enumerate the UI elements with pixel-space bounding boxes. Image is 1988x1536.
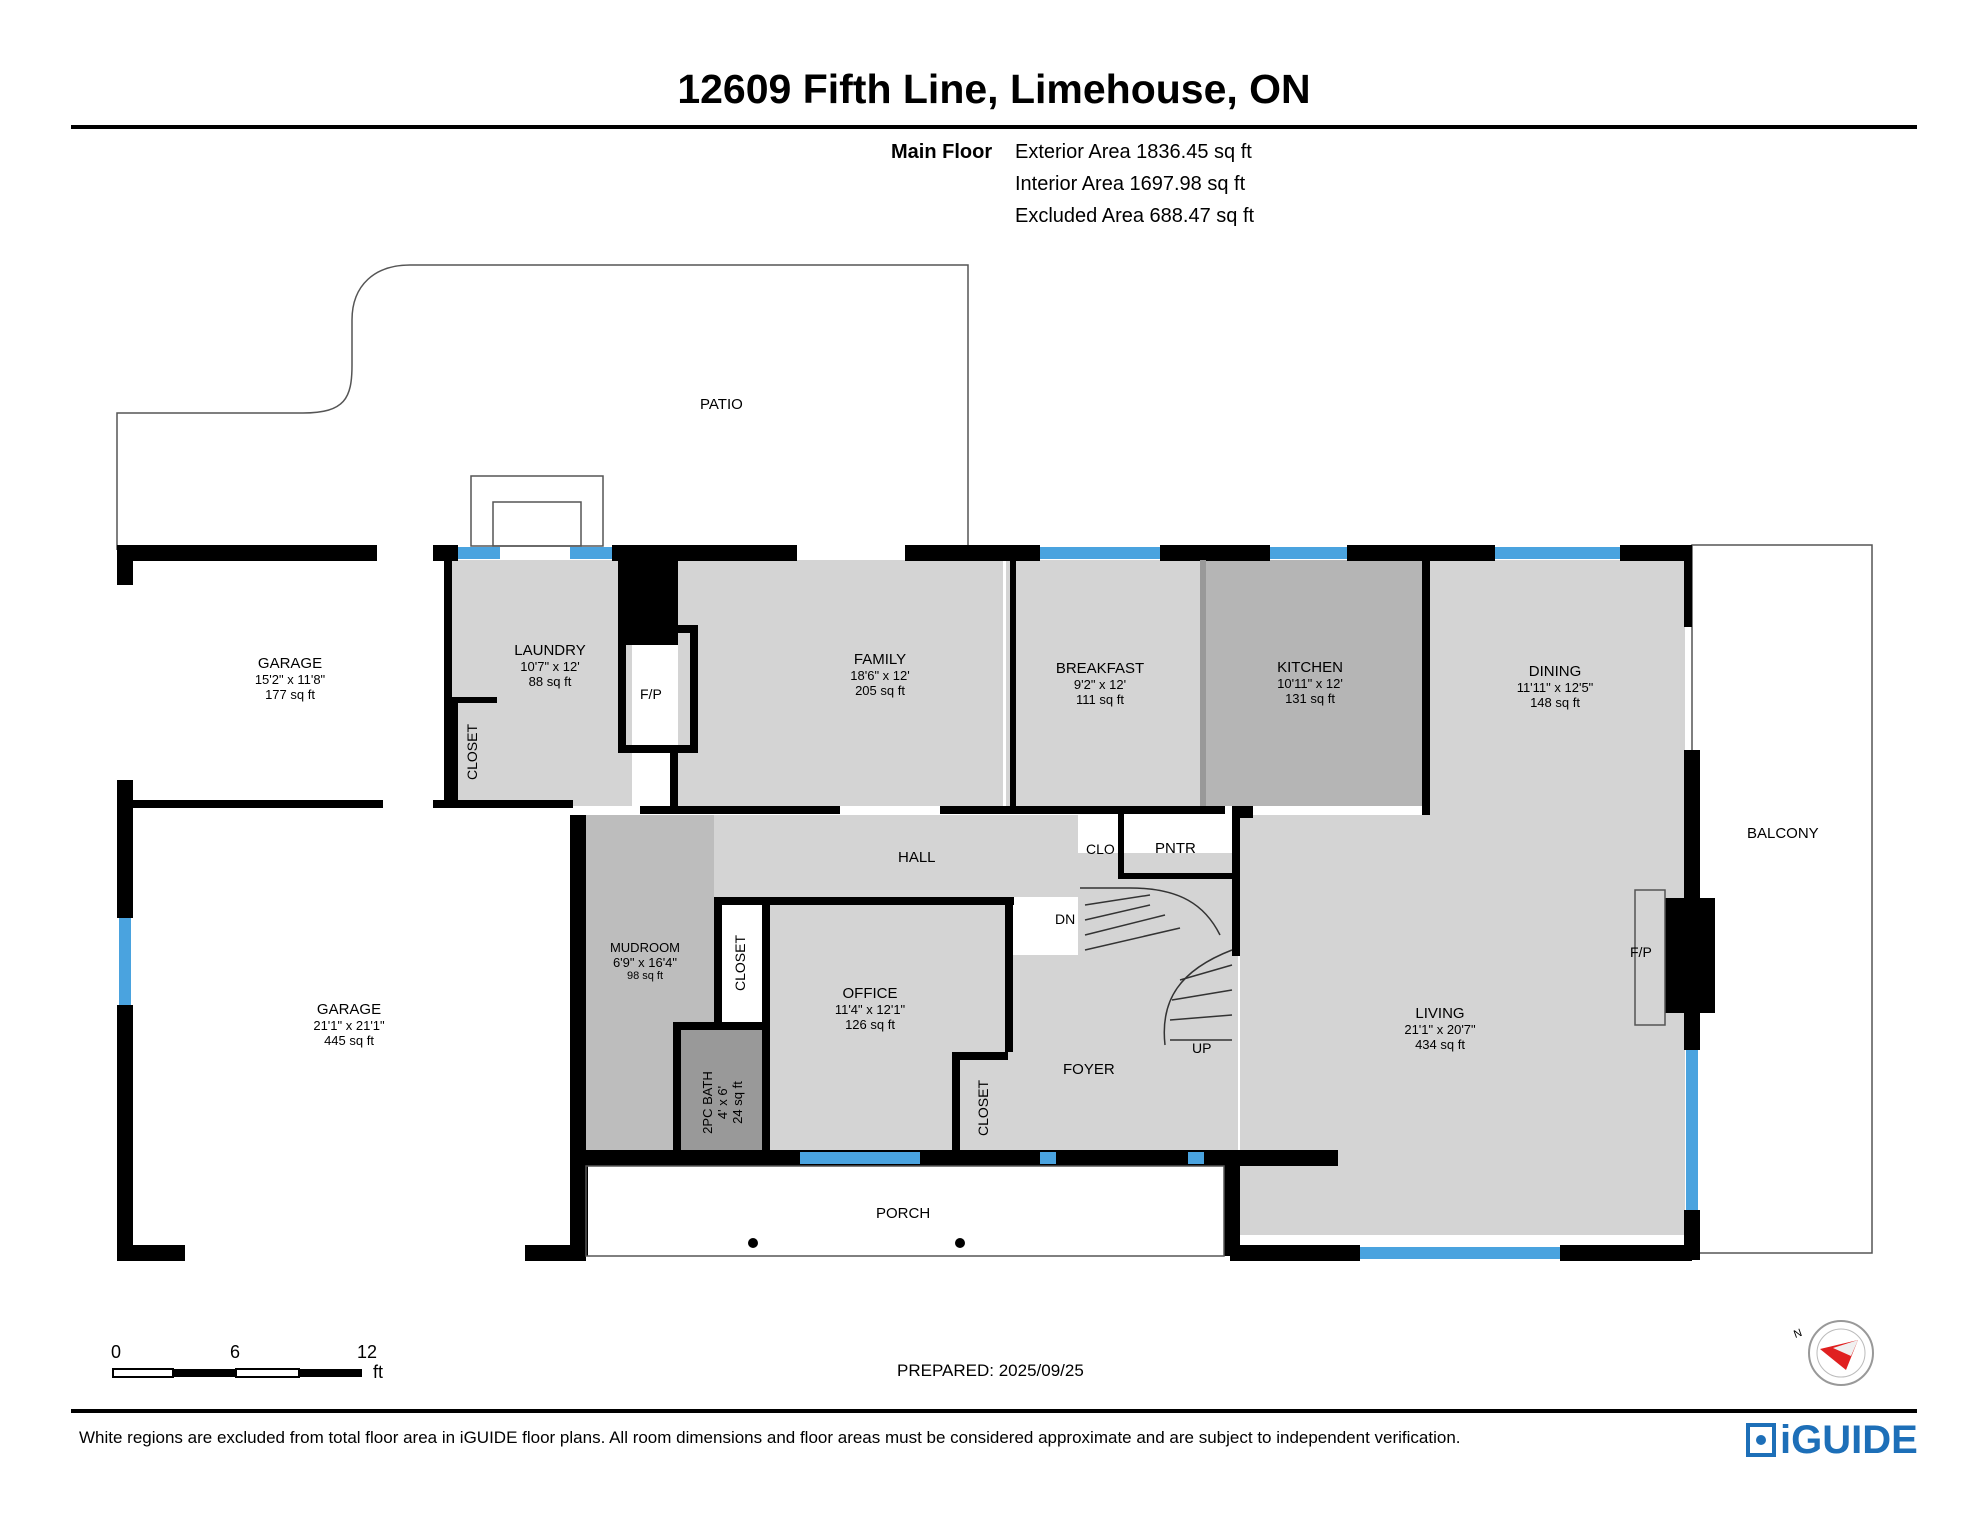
prepared-date: PREPARED: 2025/09/25 <box>897 1361 1084 1380</box>
family-dims: 18'6" x 12' <box>850 668 910 683</box>
laundry-dims: 10'7" x 12' <box>520 659 580 674</box>
balcony-label: BALCONY <box>1747 825 1819 842</box>
dining-dims: 11'11" x 12'5" <box>1516 680 1594 695</box>
garage-large-area: 445 sq ft <box>324 1033 374 1048</box>
office-dims: 11'4" x 12'1" <box>834 1002 906 1017</box>
dining-area: 148 sq ft <box>1530 695 1580 710</box>
scale-tick-0: 0 <box>111 1342 122 1362</box>
pantry-label: PNTR <box>1155 840 1196 857</box>
brand-logo: iGUIDE <box>1780 1418 1918 1462</box>
kitchen-area: 131 sq ft <box>1285 691 1335 706</box>
foyer-closet-label: CLOSET <box>975 1079 992 1137</box>
interior-area: Interior Area 1697.98 sq ft <box>1015 173 1246 195</box>
foyer-fill <box>1008 955 1238 1151</box>
chimney-outline <box>470 475 604 547</box>
breakfast-name: BREAKFAST <box>1055 660 1145 677</box>
laundry-area: 88 sq ft <box>528 674 572 689</box>
garage-small-name: GARAGE <box>257 655 323 672</box>
garage-large-dims: 21'1" x 21'1" <box>313 1018 385 1033</box>
living-fireplace <box>1634 889 1666 1026</box>
family-fill <box>678 560 1003 806</box>
bath-fill <box>680 1030 764 1152</box>
garage-large-name: GARAGE <box>316 1001 382 1018</box>
compass-icon <box>1808 1320 1874 1386</box>
laundry-fill <box>452 560 632 806</box>
patio-label: PATIO <box>700 396 743 413</box>
exterior-area: Exterior Area 1836.45 sq ft <box>1015 141 1252 163</box>
family-area: 205 sq ft <box>855 683 905 698</box>
living-area: 434 sq ft <box>1415 1037 1465 1052</box>
floor-label: Main Floor <box>891 141 993 163</box>
hall-label: HALL <box>898 849 936 866</box>
dining-name: DINING <box>1528 663 1582 680</box>
windows <box>119 547 1698 1259</box>
scale-unit: ft <box>373 1362 384 1382</box>
scale-bar <box>112 1368 362 1378</box>
porch-post <box>748 1238 758 1248</box>
office-area: 126 sq ft <box>845 1017 895 1032</box>
scale-tick-12: 12 <box>357 1342 378 1362</box>
mudroom-closet-label: CLOSET <box>732 934 749 992</box>
clo-label: CLO <box>1086 841 1115 857</box>
excluded-area: Excluded Area 688.47 sq ft <box>1015 205 1255 227</box>
staircase <box>1080 887 1233 1046</box>
header-rule <box>71 125 1917 129</box>
breakfast-area: 111 sq ft <box>1076 692 1124 707</box>
disclaimer: White regions are excluded from total fl… <box>79 1428 1461 1447</box>
mudroom-name: MUDROOM <box>609 940 681 955</box>
laundry-name: LAUNDRY <box>514 642 586 659</box>
office-name: OFFICE <box>842 985 898 1002</box>
bath-dims: 4' x 6' <box>715 1085 730 1120</box>
bath-name: 2PC BATH <box>700 1071 715 1134</box>
porch-post <box>955 1238 965 1248</box>
scale-tick-6: 6 <box>230 1342 241 1362</box>
porch-label: PORCH <box>876 1205 931 1222</box>
dining-fill <box>1430 560 1685 815</box>
breakfast-fill <box>1006 560 1200 806</box>
kitchen-fill <box>1200 560 1422 806</box>
page-title: 12609 Fifth Line, Limehouse, ON <box>677 66 1311 112</box>
mudroom-dims: 6'9" x 16'4" <box>612 955 678 970</box>
garage-small-area: 177 sq ft <box>265 687 315 702</box>
breakfast-dims: 9'2" x 12' <box>1073 677 1127 692</box>
stairs-down-label: DN <box>1055 911 1076 927</box>
porch-outline <box>585 1165 1225 1257</box>
laundry-closet-label: CLOSET <box>464 723 481 781</box>
living-name: LIVING <box>1415 1005 1465 1022</box>
family-name: FAMILY <box>853 651 907 668</box>
garage-small-dims: 15'2" x 11'8" <box>254 672 326 687</box>
iguide-logo-icon <box>1746 1423 1776 1457</box>
bath-area: 24 sq ft <box>730 1081 745 1124</box>
living-fireplace-label: F/P <box>1630 944 1652 960</box>
stairs-up-label: UP <box>1192 1040 1212 1056</box>
family-fireplace-label: F/P <box>640 686 662 702</box>
office-fill <box>770 901 1008 1151</box>
living-dims: 21'1" x 20'7" <box>1404 1022 1476 1037</box>
stair-fill <box>1078 853 1238 955</box>
mudroom-area: 98 sq ft <box>626 970 664 982</box>
foyer-label: FOYER <box>1063 1061 1115 1078</box>
patio-outline <box>116 264 969 550</box>
kitchen-name: KITCHEN <box>1277 659 1343 676</box>
kitchen-dims: 10'11" x 12' <box>1277 676 1343 691</box>
balcony-outline <box>1691 544 1873 1254</box>
